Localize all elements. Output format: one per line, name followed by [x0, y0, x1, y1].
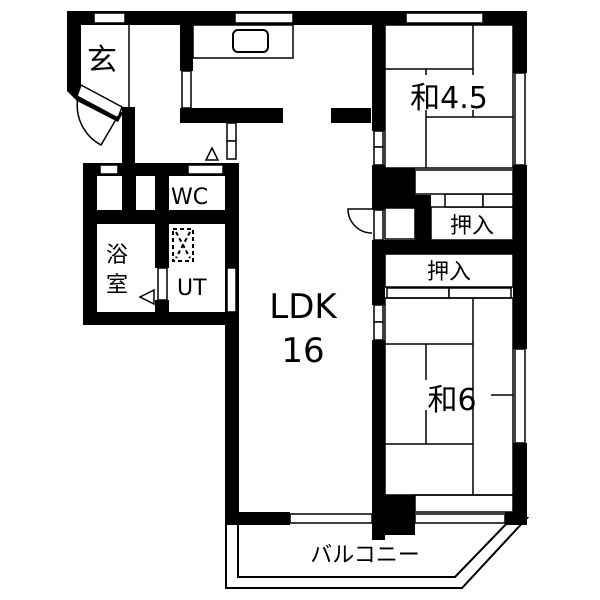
ldk-closet-door[interactable]	[347, 208, 373, 234]
closet-structures	[384, 169, 514, 513]
bath-label-2: 室	[106, 273, 128, 298]
wc-label: WC	[171, 185, 208, 210]
windows	[93, 12, 526, 524]
kitchen-counter	[192, 24, 294, 59]
walls	[67, 11, 527, 540]
washing-machine-icon	[172, 228, 194, 262]
ldk-size: 16	[281, 331, 324, 371]
entrance-door[interactable]	[67, 83, 123, 147]
wc-door-marker-icon	[204, 146, 220, 161]
sink-icon	[232, 29, 269, 53]
ldk-label: LDK	[269, 287, 338, 327]
closet-upper-label: 押入	[450, 214, 494, 239]
washitsu-6-label: 和6	[427, 383, 476, 418]
closet-lower-label: 押入	[427, 260, 471, 285]
bath-label-1: 浴	[106, 243, 128, 268]
tatami-6	[384, 297, 514, 496]
entrance-label: 玄	[87, 43, 117, 78]
bath-door-marker-icon	[138, 288, 155, 306]
tatami-4-5	[384, 24, 514, 169]
ut-label: UT	[177, 276, 207, 301]
washitsu-4-5-label: 和4.5	[410, 81, 488, 116]
balcony-label: バルコニー	[310, 543, 420, 568]
